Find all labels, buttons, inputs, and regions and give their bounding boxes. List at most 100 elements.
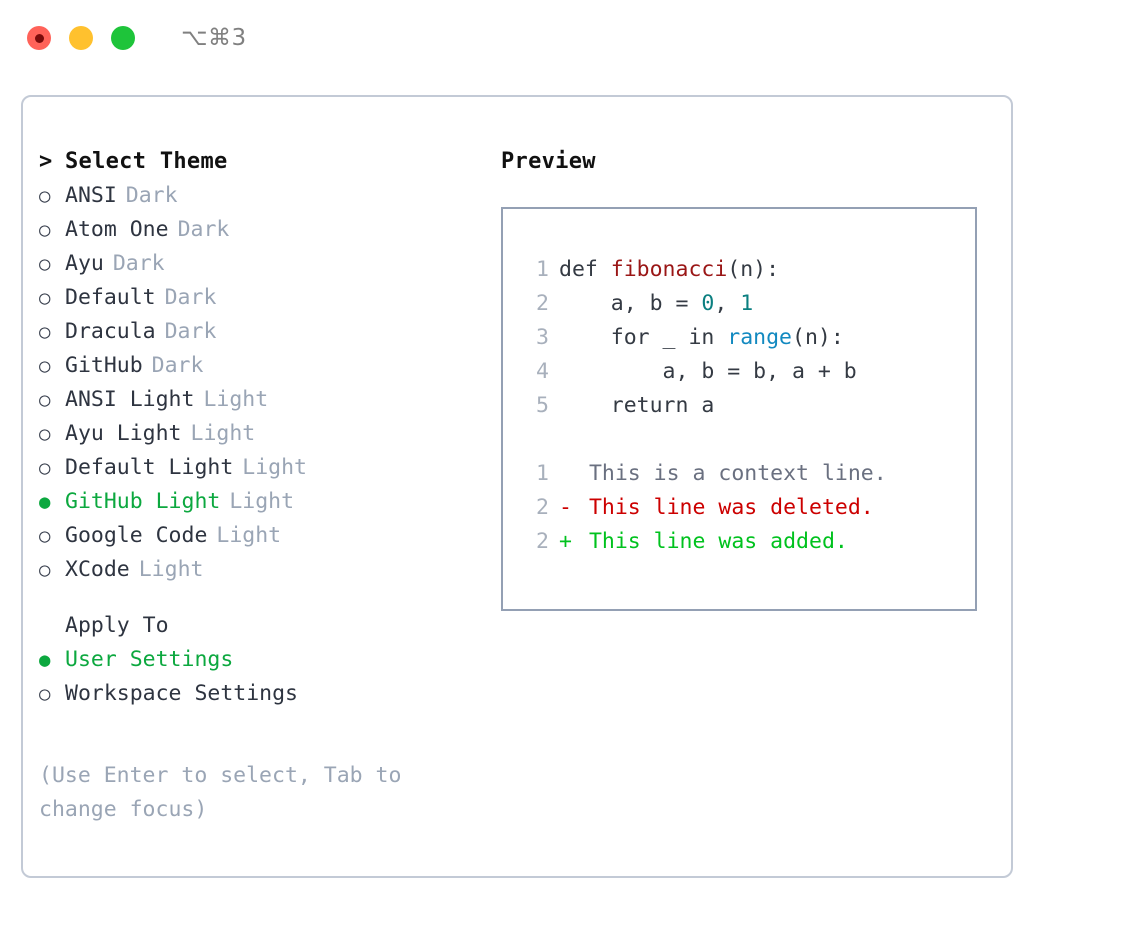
theme-name: XCode: [65, 557, 130, 582]
close-button[interactable]: [27, 26, 51, 50]
theme-variant-label: Dark: [112, 251, 165, 276]
theme-list-item[interactable]: ○ Google Code Light: [39, 519, 489, 553]
diff-sign-context: [559, 457, 576, 491]
apply-to-list: ● User Settings ○ Workspace Settings: [39, 643, 489, 711]
theme-list-item[interactable]: ○ Default Dark: [39, 281, 489, 315]
code-line-number: 1: [536, 257, 549, 282]
theme-name: Default: [65, 285, 156, 310]
code-line: 5 return a: [525, 389, 975, 423]
diff-sample: 1 This is a context line. 2- This line wa…: [525, 457, 975, 559]
title-bar: ⌥⌘3: [0, 0, 1140, 76]
radio-selected-icon: ●: [39, 649, 51, 671]
radio-unselected-icon: ○: [39, 525, 51, 547]
spacer-2: [525, 423, 975, 457]
apply-to-option-label: User Settings: [65, 647, 234, 672]
code-token-plain: return a: [559, 393, 715, 418]
preview-title: Preview: [501, 149, 596, 174]
theme-name: Ayu Light: [65, 421, 182, 446]
code-token-plain: ,: [714, 291, 741, 316]
apply-to-label: Apply To: [65, 613, 169, 638]
theme-list-item[interactable]: ○ XCode Light: [39, 553, 489, 587]
theme-variant-label: Dark: [151, 353, 204, 378]
code-line-content: a, b = 0, 1: [559, 287, 753, 321]
radio-unselected-icon: ○: [39, 389, 51, 411]
theme-variant-label: Dark: [125, 183, 178, 208]
diff-line-number: 1: [536, 461, 549, 486]
diff-line: 2+ This line was added.: [525, 525, 975, 559]
theme-variant-label: Light: [242, 455, 308, 480]
radio-selected-icon: ●: [39, 491, 51, 513]
code-token-num: 1: [740, 291, 754, 316]
diff-line-text: This is a context line.: [576, 461, 887, 486]
radio-unselected-icon: ○: [39, 559, 51, 581]
theme-variant-label: Light: [203, 387, 269, 412]
code-token-num: 0: [701, 291, 715, 316]
code-token-plain: a, b =: [559, 291, 702, 316]
apply-to-option[interactable]: ● User Settings: [39, 643, 489, 677]
diff-line: 1 This is a context line.: [525, 457, 975, 491]
radio-unselected-icon: ○: [39, 355, 51, 377]
code-line-content: a, b = b, a + b: [559, 355, 857, 389]
radio-unselected-icon: ○: [39, 287, 51, 309]
theme-name: Default Light: [65, 455, 234, 480]
record-indicator-dot: [34, 33, 44, 43]
code-token-builtin: range: [727, 325, 793, 350]
theme-name: Atom One: [65, 217, 169, 242]
diff-line-text: This line was deleted.: [576, 495, 874, 520]
radio-unselected-icon: ○: [39, 683, 51, 705]
theme-variant-label: Dark: [164, 285, 217, 310]
theme-variant-label: Light: [190, 421, 256, 446]
diff-line-number: 2: [536, 495, 549, 520]
code-line-content: return a: [559, 389, 715, 423]
radio-unselected-icon: ○: [39, 457, 51, 479]
window-controls: [27, 26, 135, 50]
theme-name: GitHub: [65, 353, 143, 378]
window-title-shortcut: ⌥⌘3: [181, 25, 247, 51]
theme-list-item[interactable]: ○ GitHub Dark: [39, 349, 489, 383]
code-line: 1 def fibonacci(n):: [525, 253, 975, 287]
code-token-func: fibonacci: [610, 257, 728, 282]
apply-to-option[interactable]: ○ Workspace Settings: [39, 677, 489, 711]
code-token-plain: a, b = b, a + b: [559, 359, 857, 384]
theme-variant-label: Light: [216, 523, 282, 548]
code-line-number: 3: [536, 325, 549, 350]
code-line: 3 for _ in range(n):: [525, 321, 975, 355]
theme-variant-label: Light: [138, 557, 204, 582]
maximize-button[interactable]: [111, 26, 135, 50]
minimize-button[interactable]: [69, 26, 93, 50]
theme-name: GitHub Light: [65, 489, 221, 514]
code-token-plain: for _ in: [559, 325, 728, 350]
apply-to-option-label: Workspace Settings: [65, 681, 298, 706]
radio-unselected-icon: ○: [39, 253, 51, 275]
diff-sign-add: +: [559, 529, 572, 554]
radio-unselected-icon: ○: [39, 321, 51, 343]
apply-to-label-row: Apply To: [39, 609, 489, 643]
keyboard-hint-text: (Use Enter to select, Tab to change focu…: [39, 763, 415, 822]
code-line-content: for _ in range(n):: [559, 321, 844, 355]
code-token-plain: (n):: [727, 257, 780, 282]
diff-sign-del: -: [559, 495, 572, 520]
code-token-plain: def: [559, 257, 611, 282]
select-theme-heading: > Select Theme: [39, 145, 489, 179]
theme-list-item[interactable]: ○ Default Light Light: [39, 451, 489, 485]
apply-to-marker-placeholder: [39, 609, 65, 643]
code-line-number: 4: [536, 359, 549, 384]
code-line-content: def fibonacci(n):: [559, 253, 779, 287]
theme-name: Google Code: [65, 523, 208, 548]
code-line-number: 2: [536, 291, 549, 316]
select-theme-heading-label: Select Theme: [65, 149, 228, 174]
theme-variant-label: Dark: [164, 319, 217, 344]
